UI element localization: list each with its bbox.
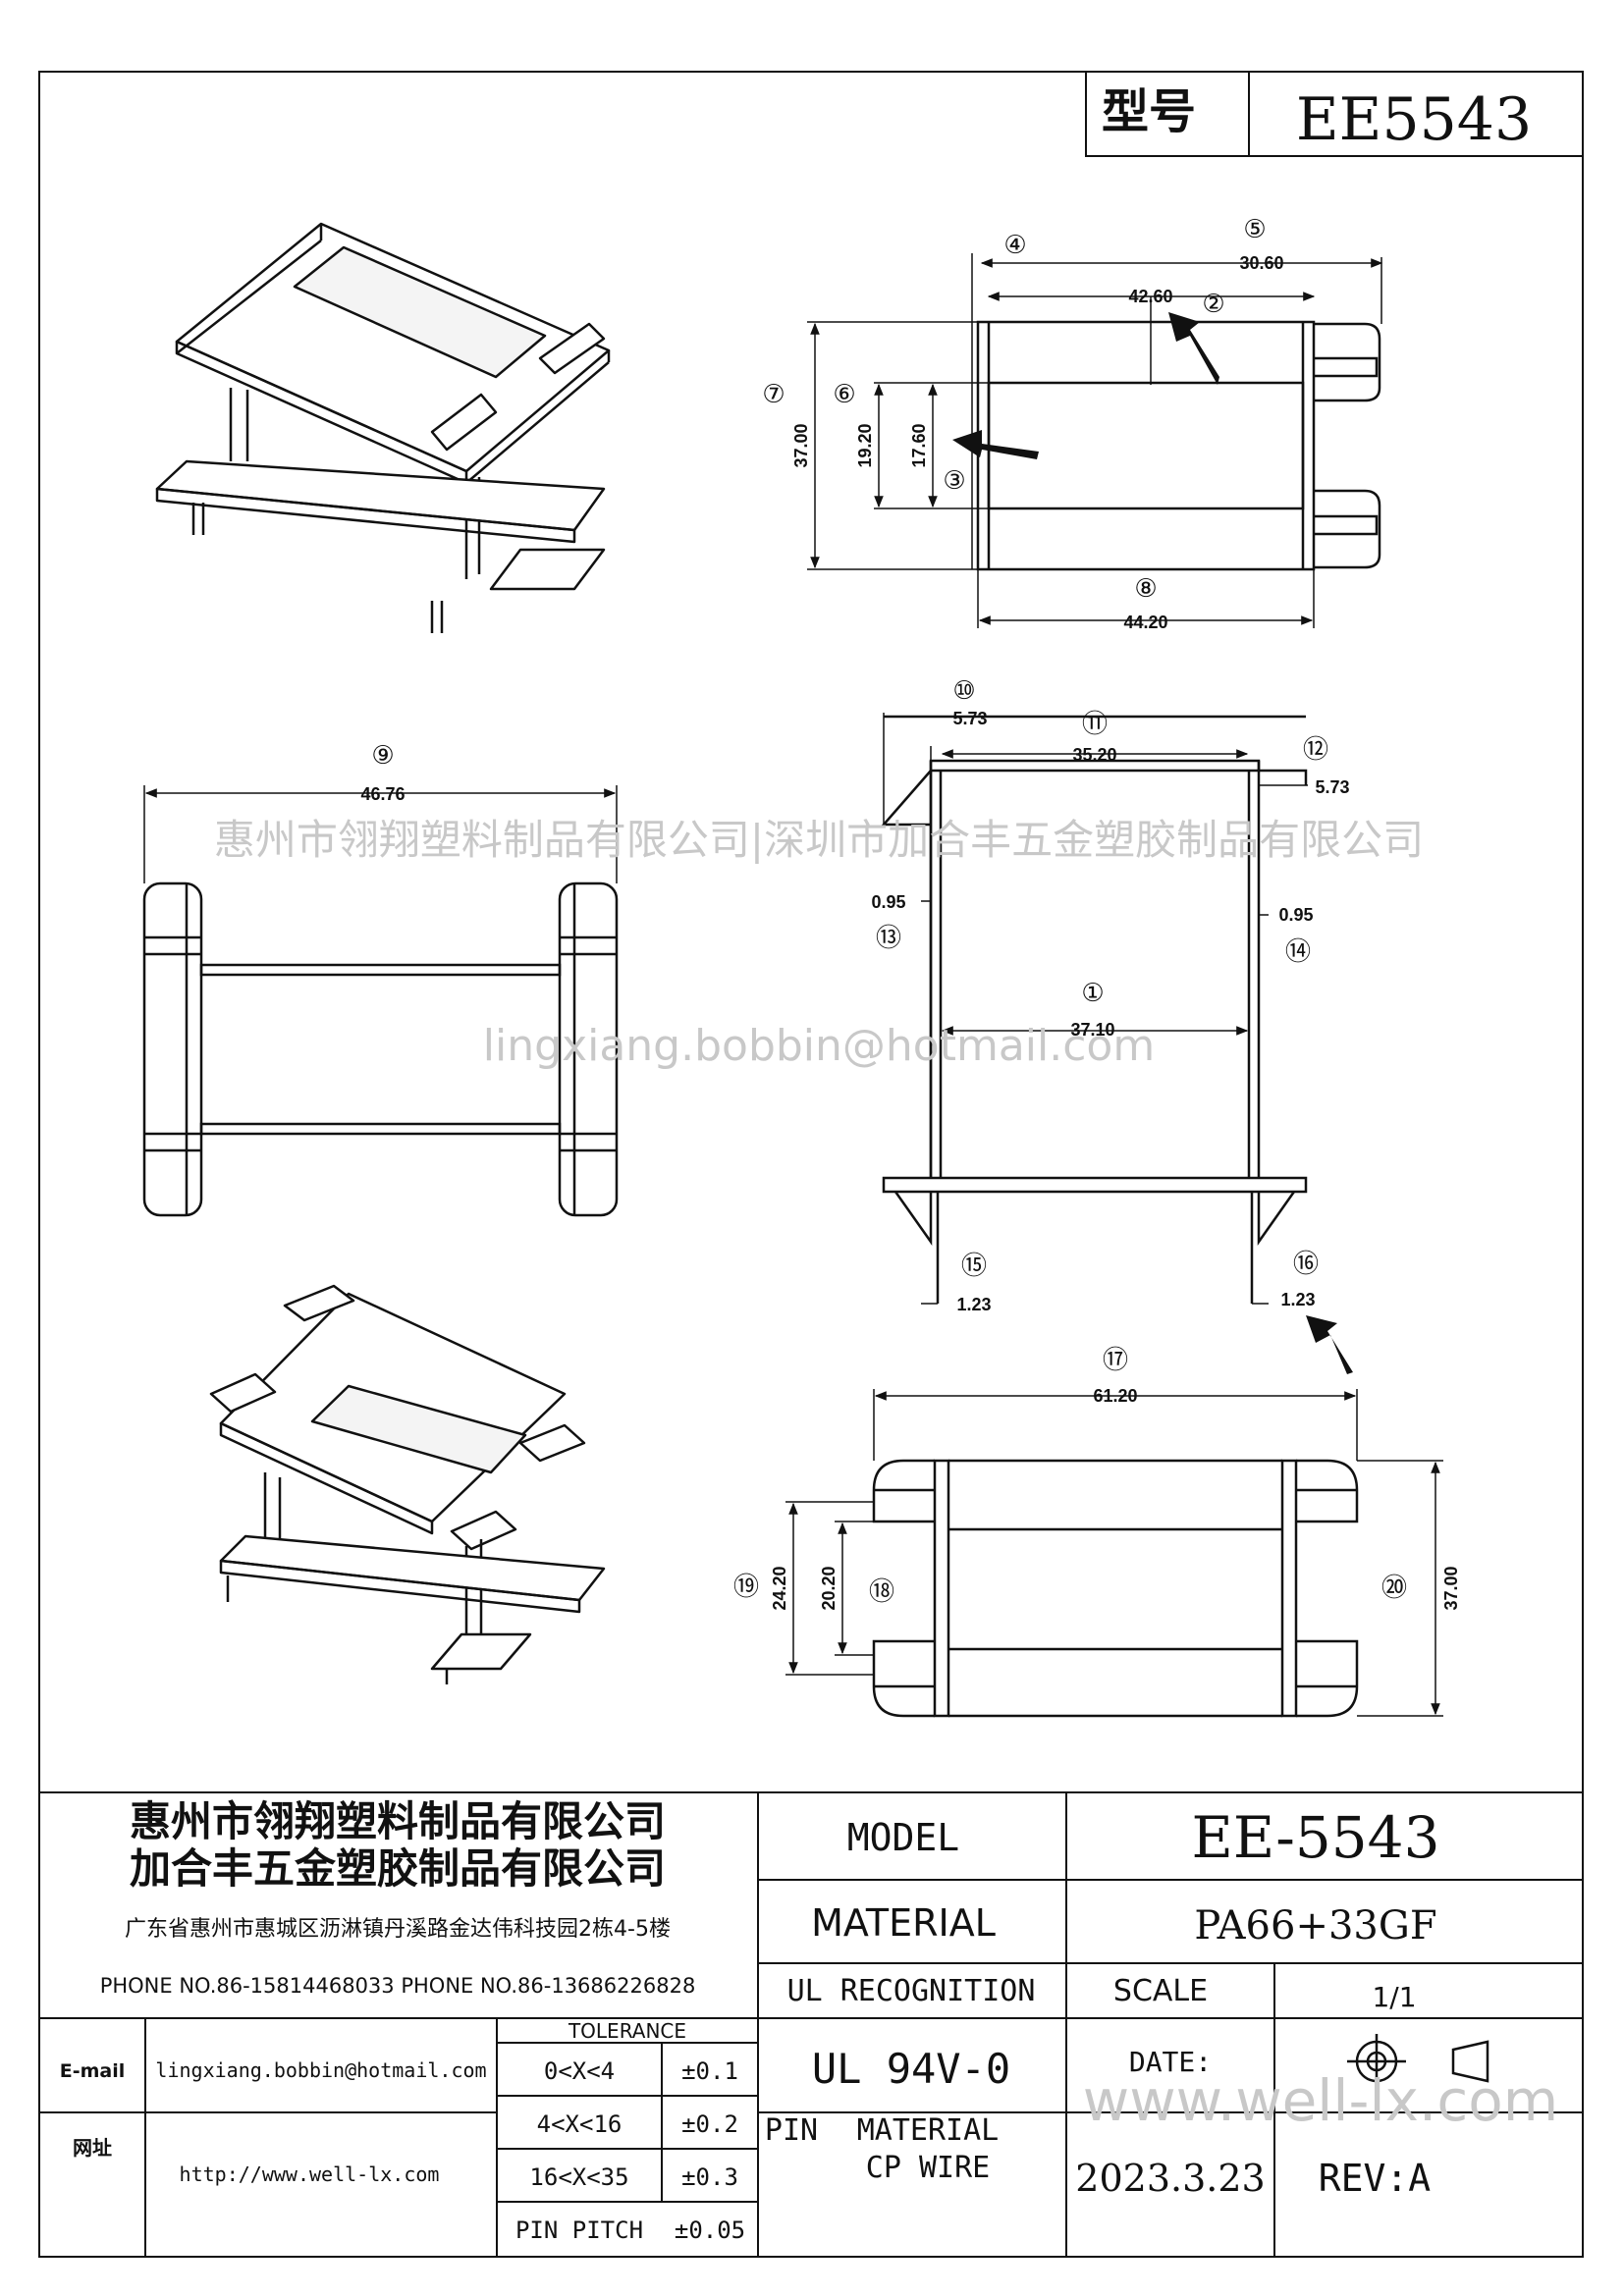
dim-0-95-right: 0.95 [1278,905,1313,925]
sheet-border [38,71,1584,2258]
tolerance-value-2: ±0.2 [681,2110,738,2138]
callout-14: ⑭ [1285,937,1311,967]
isometric-view-top [155,222,611,633]
watermark-email: lingxiang.bobbin@hotmail.com [483,1021,1155,1071]
callout-4: ④ [1003,231,1026,260]
header-model-box: 型号 EE5543 [1085,71,1584,157]
email-value[interactable]: lingxiang.bobbin@hotmail.com [155,2058,486,2082]
callout-6: ⑥ [833,380,855,409]
tolerance-header: TOLERANCE [568,2019,686,2043]
callout-2: ② [1202,290,1224,319]
dim-17-60: 17.60 [909,423,929,467]
watermark-company: 惠州市翎翔塑料制品有限公司|深圳市加合丰五金塑胶制品有限公司 [214,816,1424,864]
callout-11: ⑪ [1082,710,1108,739]
tolerance-value-1: ±0.1 [681,2057,738,2085]
dim-46-76: 46.76 [360,784,405,804]
tolerance-range-3: 16<X<35 [529,2163,628,2191]
dim-35-20: 35.20 [1072,745,1116,765]
dim-30-60: 30.60 [1239,253,1283,273]
callout-7: ⑦ [762,380,785,409]
dim-5-73-right: 5.73 [1315,777,1349,797]
tolerance-range-4: PIN PITCH [515,2216,643,2244]
projection-symbol-icon [1347,2034,1489,2089]
front-view [142,881,619,1217]
callout-3: ③ [943,466,965,496]
bottom-view-dimensions [785,1389,1443,1717]
dim-24-20: 24.20 [770,1566,789,1610]
dim-44-20: 44.20 [1123,613,1167,632]
isometric-view-bottom [209,1284,606,1684]
callout-15: ⑮ [961,1252,987,1281]
bottom-view [872,1459,1359,1718]
model-value: EE-5543 [1192,1804,1440,1871]
dim-0-95-left: 0.95 [871,892,905,912]
company-phones: PHONE NO.86-15814468033 PHONE NO.86-1368… [100,1974,696,1998]
top-view [976,320,1381,571]
title-block [39,1791,1583,2257]
web-value[interactable]: http://www.well-lx.com [180,2163,440,2186]
ul-value: UL 94V-0 [812,2045,1010,2093]
pin-label: PIN [765,2113,818,2148]
callout-18: ⑱ [869,1577,894,1607]
pin-material-value: CP WIRE [866,2151,990,2185]
pointer-arrow [1168,312,1219,385]
dim-5-73-left: 5.73 [952,709,987,728]
dim-37-10: 37.10 [1070,1020,1114,1040]
company-name-2: 加合丰五金塑胶制品有限公司 [130,1844,666,1893]
date-value: 2023.3.23 [1075,2157,1265,2200]
callout-19: ⑲ [733,1573,759,1602]
dim-42-60: 42.60 [1128,287,1172,306]
material-value: PA66+33GF [1194,1903,1436,1949]
pin-material-label: MATERIAL [857,2113,1000,2148]
callout-13: ⑬ [876,924,901,953]
top-view-dimensions [807,253,1383,628]
tolerance-value-3: ±0.3 [681,2163,738,2191]
header-model-label: 型号 [1102,84,1196,139]
dim-37-00-top: 37.00 [791,423,811,467]
side-view [881,715,1308,1304]
callout-10: ⑩ [952,676,975,706]
dim-1-23-left: 1.23 [956,1295,991,1314]
ul-recognition-label: UL RECOGNITION [787,1974,1036,2008]
callout-1: ① [1081,979,1104,1008]
pointer-arrow [1306,1315,1353,1374]
model-label: MODEL [847,1816,959,1859]
dim-61-20: 61.20 [1093,1386,1137,1406]
pointer-arrow [952,430,1039,459]
side-view-dimensions [883,713,1308,1305]
callout-17: ⑰ [1103,1346,1128,1375]
callout-20: ⑳ [1381,1574,1407,1603]
company-address: 广东省惠州市惠城区沥淋镇丹溪路金达伟科技园2栋4-5楼 [125,1917,671,1942]
dim-20-20: 20.20 [819,1566,839,1610]
dim-1-23-right: 1.23 [1280,1290,1315,1309]
dim-37-00-bottom: 37.00 [1441,1566,1461,1610]
header-model-value: EE5543 [1296,85,1532,154]
watermark-site: www.well-lx.com [1083,2067,1558,2134]
tolerance-value-4: ±0.05 [675,2216,745,2244]
front-view-dimensions [143,785,618,883]
company-name-1: 惠州市翎翔塑料制品有限公司 [130,1797,666,1845]
callout-8: ⑧ [1134,574,1157,604]
tolerance-range-2: 4<X<16 [537,2110,623,2138]
web-label: 网址 [73,2136,112,2160]
date-label: DATE: [1129,2046,1212,2078]
callout-9: ⑨ [371,741,394,771]
callout-16: ⑯ [1293,1250,1319,1279]
scale-value: 1/1 [1372,1981,1416,2013]
email-label: E-mail [60,2060,126,2082]
scale-label: SCALE [1113,1974,1208,2008]
callout-5: ⑤ [1243,215,1266,244]
revision: REV:A [1319,2157,1432,2200]
callout-12: ⑫ [1303,735,1328,765]
material-label: MATERIAL [811,1901,996,1945]
tolerance-range-1: 0<X<4 [544,2057,615,2085]
dim-19-20: 19.20 [855,423,875,467]
